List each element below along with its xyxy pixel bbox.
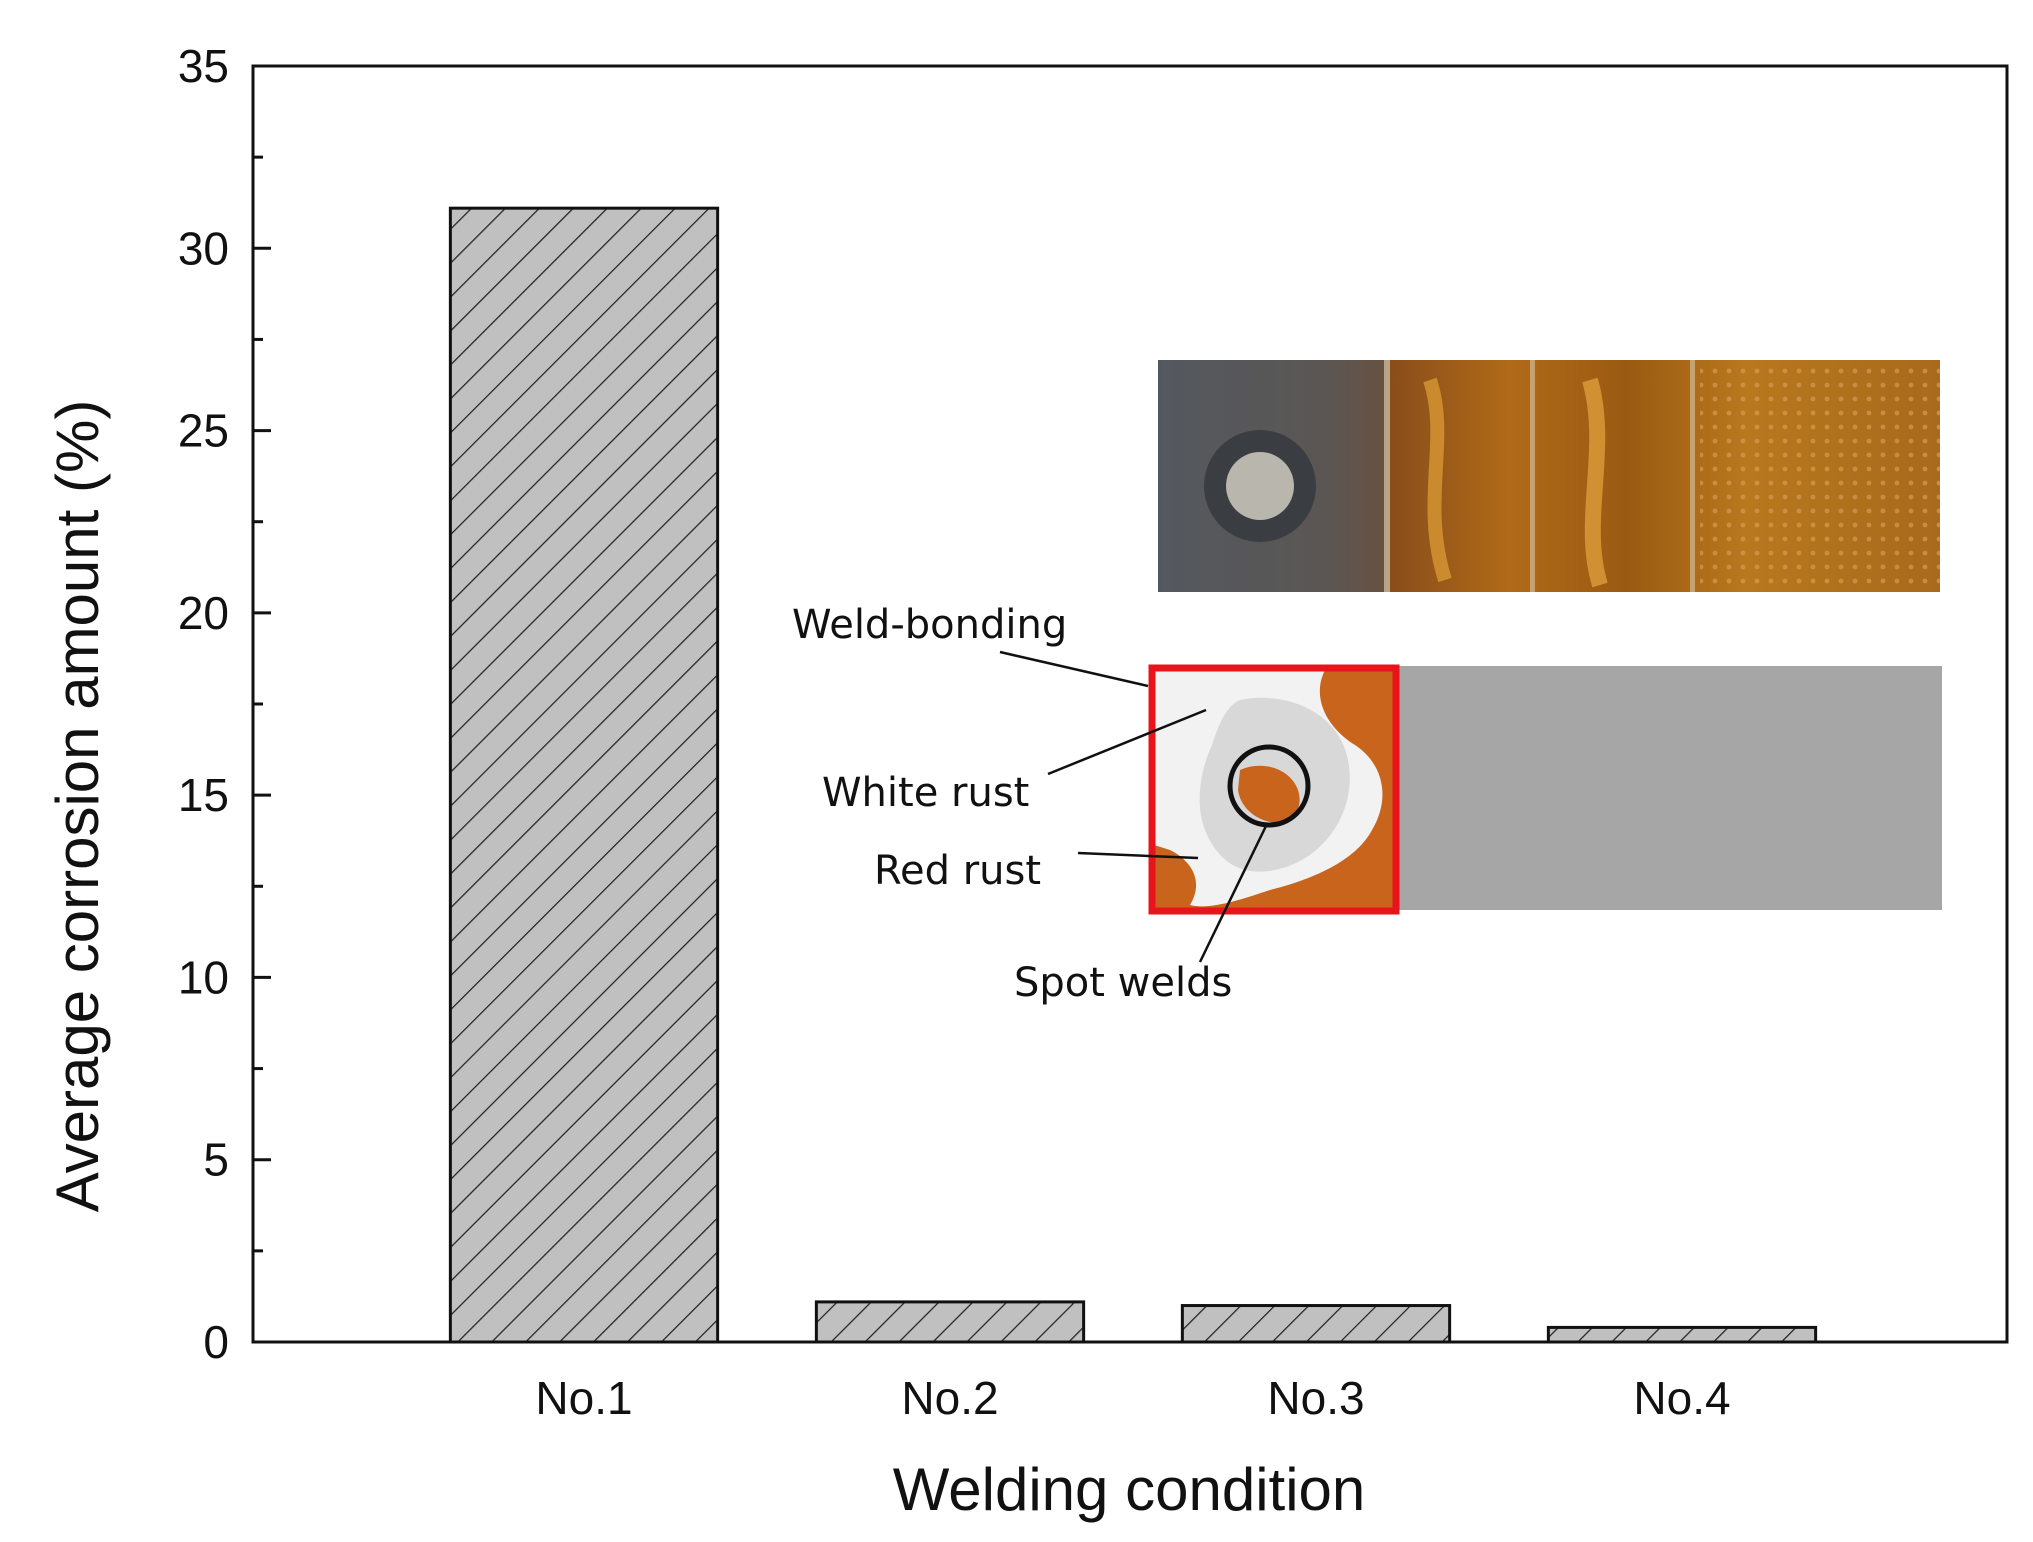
weld-bonding-frame — [1148, 664, 1400, 915]
x-tick-label: No.3 — [1267, 1372, 1364, 1424]
y-tick-label: 35 — [178, 40, 229, 92]
specimen-photo — [1158, 360, 1940, 592]
corrosion-schematic: Weld-bonding White rust Red rust Spot we… — [792, 602, 1942, 1006]
y-axis-title: Average corrosion amount (%) — [44, 400, 111, 1213]
y-tick-label: 25 — [178, 405, 229, 457]
annotation-red-rust: Red rust — [874, 848, 1041, 894]
x-tick-label: No.4 — [1633, 1372, 1730, 1424]
bar-no3 — [1180, 1304, 1452, 1344]
x-tick-label: No.1 — [535, 1372, 632, 1424]
x-axis: No.1 No.2 No.3 No.4 — [535, 1372, 1730, 1424]
bar-no1 — [448, 206, 720, 1344]
y-tick-label: 10 — [178, 951, 229, 1003]
y-tick-label: 5 — [203, 1134, 229, 1186]
y-tick-label: 20 — [178, 587, 229, 639]
red-rust-core — [1238, 765, 1300, 823]
bar-no4 — [1546, 1325, 1818, 1344]
annotation-white-rust: White rust — [822, 770, 1029, 816]
annotation-spot-welds: Spot welds — [1014, 960, 1232, 1006]
y-axis: 0 5 10 15 20 25 30 35 — [178, 40, 271, 1368]
bars-layer — [448, 206, 1818, 1344]
y-tick-label: 0 — [203, 1316, 229, 1368]
y-tick-label: 30 — [178, 222, 229, 274]
x-tick-label: No.2 — [901, 1372, 998, 1424]
spot-weld-circle — [1227, 744, 1311, 828]
annotation-weld-bonding: Weld-bonding — [792, 602, 1067, 648]
y-tick-label: 15 — [178, 769, 229, 821]
unexposed-region — [1396, 666, 1942, 910]
bar-no2 — [814, 1300, 1086, 1344]
x-axis-title: Welding condition — [893, 1456, 1366, 1523]
